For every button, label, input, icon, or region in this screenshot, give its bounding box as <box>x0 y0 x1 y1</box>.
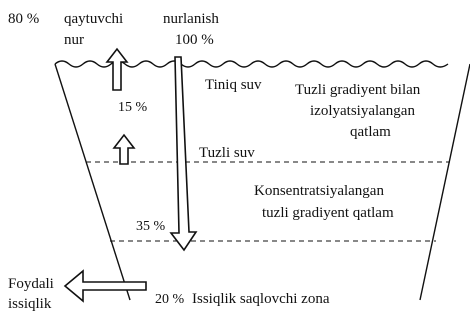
percent-35-label: 35 % <box>136 219 166 234</box>
upward-heat-arrow <box>112 133 136 165</box>
incident-radiation-label-2: 100 % <box>175 32 214 48</box>
gradient-zone-label-1: Konsentratsiyalangan <box>254 183 384 199</box>
pond-left-wall <box>54 63 131 301</box>
gradient-zone-label-2: tuzli gradiyent qatlam <box>262 205 394 221</box>
percent-20-label: 20 % <box>155 292 185 307</box>
percent-15-label: 15 % <box>118 100 148 115</box>
useful-heat-label-1: Foydali <box>8 276 54 292</box>
upper-zone-label-2: izolyatsiyalangan <box>310 103 415 119</box>
storage-zone-label: Issiqlik saqlovchi zona <box>192 291 330 307</box>
reflected-radiation-label-1: qaytuvchi <box>64 11 123 27</box>
incident-radiation-arrow <box>169 56 198 252</box>
useful-heat-arrow <box>63 269 147 303</box>
pond-right-wall <box>419 63 470 301</box>
reflected-radiation-arrow <box>105 47 129 91</box>
incident-radiation-label-1: nurlanish <box>163 11 219 27</box>
useful-heat-label-2: issiqlik <box>8 296 52 312</box>
upper-zone-label-3: qatlam <box>350 124 391 140</box>
upper-zone-label-1: Tuzli gradiyent bilan <box>295 82 421 98</box>
clear-water-label: Tiniq suv <box>205 77 262 93</box>
reflected-radiation-label-2: nur <box>64 32 84 48</box>
reflected-percent: 80 % <box>8 11 39 27</box>
salty-water-label: Tuzli suv <box>199 145 255 161</box>
